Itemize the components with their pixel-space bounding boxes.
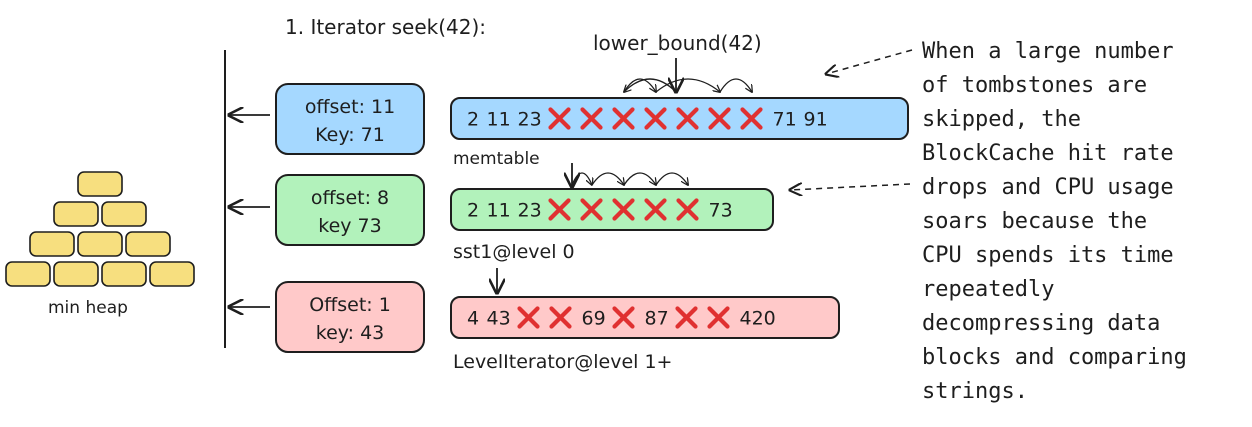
- tombstone-mark: [740, 107, 763, 130]
- note-line: skipped, the: [922, 107, 1081, 132]
- heap-entry-box: [275, 174, 425, 246]
- tombstone-mark: [548, 198, 571, 221]
- heap-brick: [101, 201, 147, 227]
- key-value: 420: [740, 308, 776, 330]
- heap-entry-offset: offset: 8: [311, 187, 389, 209]
- hop-arc: [591, 172, 624, 185]
- tombstone-mark: [612, 198, 635, 221]
- heap-entry-2: offset: 8 key 73: [275, 174, 425, 246]
- heap-brick: [77, 171, 123, 197]
- hop-arc: [655, 172, 688, 185]
- tombstone-mark: [517, 306, 540, 329]
- tombstone-mark: [644, 198, 667, 221]
- tombstone-mark: [676, 198, 699, 221]
- note-line: repeatedly: [922, 277, 1054, 302]
- key-value: 11: [487, 200, 511, 222]
- source-row-2: 2 11 23 73 sst1@level 0: [450, 188, 774, 263]
- hop-arc: [623, 172, 656, 185]
- tombstone-mark: [580, 107, 603, 130]
- tombstone-mark: [708, 107, 731, 130]
- note-line: strings.: [922, 379, 1028, 404]
- key-value: 2: [467, 200, 479, 222]
- hop-arc: [719, 78, 752, 92]
- note-line: When a large number: [922, 39, 1174, 64]
- note-arrow-memtable: [826, 49, 913, 74]
- key-value: 91: [804, 109, 828, 131]
- heap-entry-3: Offset: 1 key: 43: [275, 281, 425, 353]
- heap-brick: [5, 261, 51, 287]
- source-row-box: [450, 188, 774, 231]
- heap-entry-key: Key: 71: [315, 124, 385, 146]
- source-label: sst1@level 0: [453, 241, 575, 263]
- heap-entry-offset: offset: 11: [305, 96, 395, 118]
- note-line: of tombstones are: [922, 73, 1147, 98]
- key-value: 87: [645, 308, 669, 330]
- key-value: 71: [773, 109, 797, 131]
- skip-hop-arcs: [571, 78, 752, 187]
- hop-arc: [624, 78, 677, 92]
- heap-brick: [29, 231, 75, 257]
- tombstone-mark: [548, 107, 571, 130]
- heap-entry-key: key: 43: [316, 322, 385, 344]
- hop-arc: [623, 78, 656, 92]
- diagram-title: 1. Iterator seek(42):: [285, 15, 486, 39]
- source-label: memtable: [453, 149, 540, 169]
- key-value: 2: [467, 109, 479, 131]
- hop-arc: [655, 78, 720, 92]
- heap-entry-box: [275, 281, 425, 353]
- note-line: drops and CPU usage: [922, 175, 1174, 200]
- heap-brick: [53, 261, 99, 287]
- key-value: 69: [582, 308, 606, 330]
- note-line: decompressing data: [922, 311, 1160, 336]
- key-value: 11: [487, 109, 511, 131]
- tombstone-mark: [676, 107, 699, 130]
- heap-brick: [101, 261, 147, 287]
- source-row-box: [450, 296, 840, 339]
- note-line: blocks and comparing: [922, 345, 1187, 370]
- heap-brick: [125, 231, 171, 257]
- source-row-box: [450, 97, 909, 140]
- key-value: 43: [487, 308, 511, 330]
- source-iterators: 2 11 23 71 91 memtable 2 11 23 73 sst1@level 0 4 43 6…: [450, 97, 909, 373]
- tombstone-mark: [707, 306, 730, 329]
- source-row-1: 2 11 23 71 91 memtable: [450, 97, 909, 169]
- tombstone-mark: [644, 107, 667, 130]
- key-value: 73: [709, 200, 733, 222]
- tombstone-mark: [549, 306, 572, 329]
- key-value: 23: [518, 200, 542, 222]
- tombstone-mark: [612, 107, 635, 130]
- heap-brick: [53, 201, 99, 227]
- tombstone-mark: [580, 198, 603, 221]
- heap-brick: [149, 261, 195, 287]
- note-line: soars because the: [922, 209, 1147, 234]
- tombstone-note: When a large number of tombstones are skip…: [922, 39, 1187, 404]
- heap-entry-offset: Offset: 1: [309, 294, 391, 316]
- heap-entries: offset: 11 Key: 71 offset: 8 key 73 Offset: …: [275, 83, 425, 353]
- tombstone-mark: [675, 306, 698, 329]
- tombstone-mark: [612, 306, 635, 329]
- key-value: 23: [518, 109, 542, 131]
- heap-entry-key: key 73: [318, 215, 381, 237]
- lower-bound-label: lower_bound(42): [593, 31, 762, 55]
- source-label: LevelIterator@level 1+: [453, 351, 672, 373]
- hop-arc: [571, 172, 592, 185]
- min-heap-label: min heap: [48, 298, 128, 318]
- note-arrow-sst: [790, 184, 911, 190]
- note-line: BlockCache hit rate: [922, 141, 1174, 166]
- key-value: 4: [467, 308, 479, 330]
- heap-entry-1: offset: 11 Key: 71: [275, 83, 425, 155]
- heap-brick: [77, 231, 123, 257]
- note-line: CPU spends its time: [922, 243, 1174, 268]
- heap-entry-box: [275, 83, 425, 155]
- min-heap-pyramid: [5, 171, 195, 287]
